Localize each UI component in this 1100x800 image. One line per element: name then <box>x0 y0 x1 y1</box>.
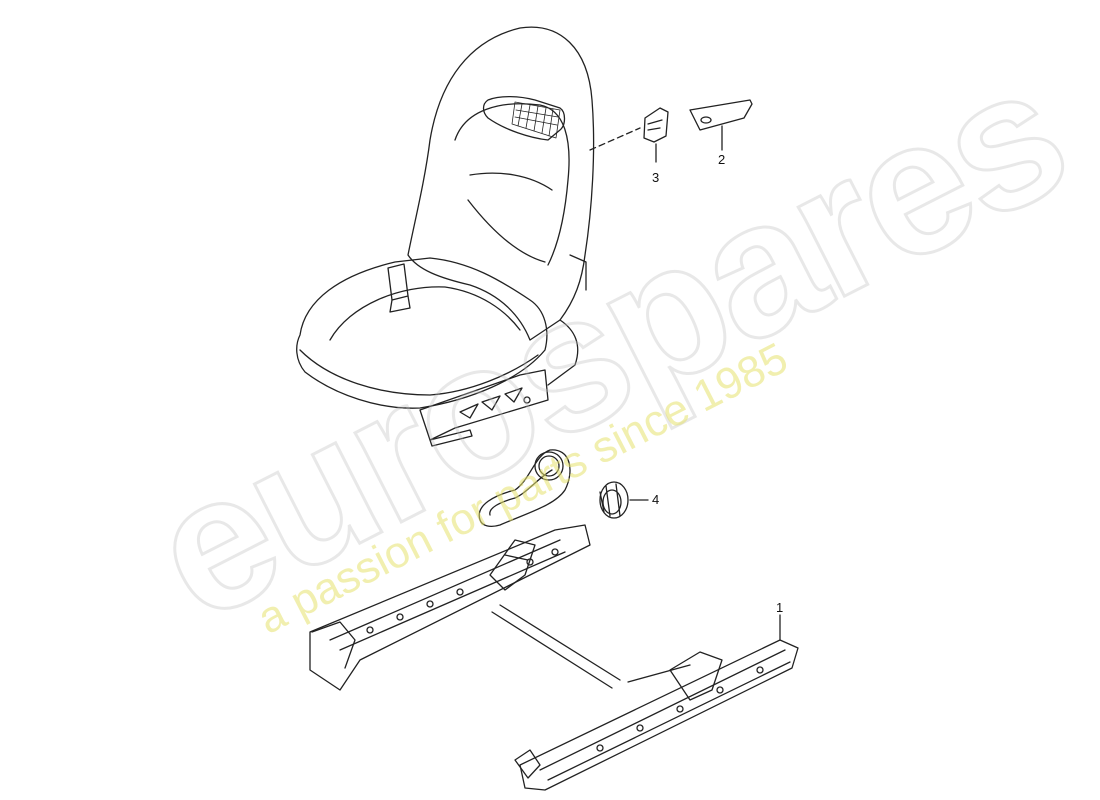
belt-guide-hatching <box>511 101 561 139</box>
part-3-clip <box>589 107 669 163</box>
seat-bracket <box>419 369 549 447</box>
part-1-seat-rail <box>309 524 799 791</box>
part-2-cap <box>689 99 753 151</box>
callout-2: 2 <box>718 152 726 167</box>
part-4-knob <box>599 481 649 519</box>
knob-housing <box>478 449 571 527</box>
callout-3: 3 <box>652 170 660 185</box>
callout-1: 1 <box>776 600 784 615</box>
callout-4: 4 <box>652 492 660 507</box>
seat-illustration <box>296 26 595 447</box>
